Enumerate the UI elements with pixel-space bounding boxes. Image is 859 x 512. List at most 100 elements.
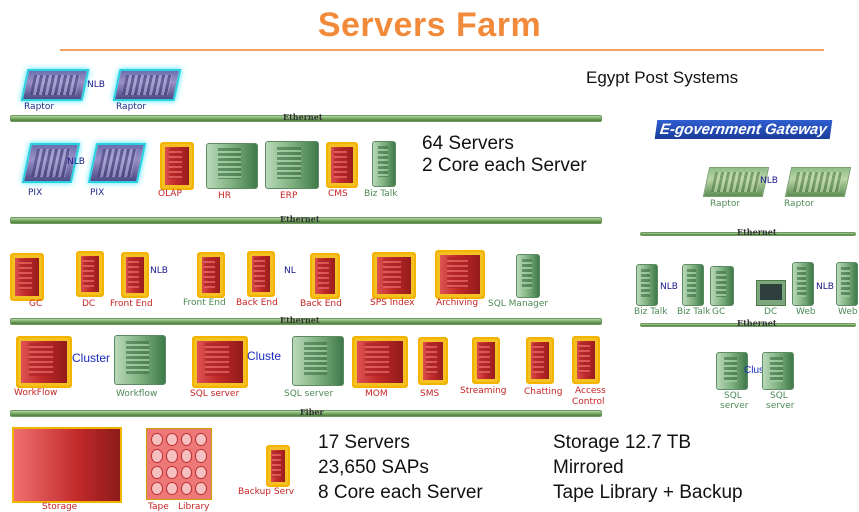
front-end-server-2[interactable] (197, 252, 225, 298)
nlb-label: NLB (150, 266, 168, 276)
egov-biztalk-server-1[interactable] (636, 264, 658, 306)
streaming-server[interactable] (472, 337, 500, 384)
egov-web-server-1[interactable] (792, 262, 814, 306)
sms-label: SMS (420, 389, 440, 399)
sps-index-label: SPS Index (370, 298, 415, 308)
ethernet-label: Ethernet (737, 227, 777, 237)
sql-manager-label: SQL Manager (488, 299, 549, 309)
ethernet-bus-3 (10, 318, 602, 325)
front-end-label: Front End (110, 299, 153, 309)
web-label: Web (796, 307, 816, 317)
access-label: Access (575, 386, 606, 396)
biztalk-label: Biz Talk (677, 307, 711, 317)
chatting-server[interactable] (526, 337, 554, 384)
raptor-firewall-1[interactable] (20, 69, 90, 101)
nlb-label: NLB (87, 80, 105, 90)
web-label: Web (838, 307, 858, 317)
front-end-server-1[interactable] (121, 252, 149, 298)
sql-server-label: SQL server (190, 389, 240, 399)
archiving-server[interactable] (435, 250, 485, 299)
ethernet-label: Ethernet (280, 214, 320, 224)
archiving-label: Archiving (436, 298, 479, 308)
storage-array[interactable] (12, 427, 122, 503)
servers-count-top: 64 Servers (422, 133, 514, 154)
biztalk-label: Biz Talk (364, 189, 398, 199)
gc-server[interactable] (10, 253, 44, 301)
cms-server[interactable] (326, 142, 358, 188)
sql-server-label: SQL server (284, 389, 334, 399)
egov-raptor-2[interactable] (784, 167, 852, 197)
egov-biztalk-server-2[interactable] (682, 264, 704, 306)
raptor-label: Raptor (24, 102, 55, 112)
backup-label: Backup Serv (238, 487, 295, 497)
tape-backup-text: Tape Library + Backup (553, 482, 743, 503)
dc-label: DC (764, 307, 778, 317)
workflow-server-green[interactable] (114, 335, 166, 385)
hr-label: HR (218, 191, 232, 201)
backup-server[interactable] (266, 445, 290, 487)
pix-firewall-2[interactable] (87, 143, 147, 183)
egov-sql-server-1[interactable] (716, 352, 748, 390)
library-label: Library (178, 502, 210, 512)
egov-dc-workstation[interactable] (756, 280, 786, 306)
egov-ethernet-bus-1 (640, 232, 856, 236)
control-label: Control (572, 397, 605, 407)
egov-ethernet-bus-2 (640, 323, 856, 327)
erp-server[interactable] (265, 141, 319, 189)
cores-top: 2 Core each Server (422, 155, 587, 176)
workflow-server-red[interactable] (16, 336, 72, 388)
streaming-label: Streaming (460, 386, 507, 396)
egov-sql-server-2[interactable] (762, 352, 794, 390)
biztalk-server[interactable] (372, 141, 396, 187)
tape-label: Tape (148, 502, 169, 512)
saps-count: 23,650 SAPs (318, 457, 429, 478)
servers-count-bottom: 17 Servers (318, 432, 410, 453)
back-end-server-2[interactable] (310, 253, 340, 299)
erp-label: ERP (280, 191, 298, 201)
sps-index-server[interactable] (372, 252, 416, 299)
sms-server[interactable] (418, 337, 448, 385)
cores-bottom: 8 Core each Server (318, 482, 483, 503)
cluster-label: Cluste (744, 365, 773, 376)
tape-library[interactable] (146, 428, 212, 500)
back-end-label: Back End (236, 298, 278, 308)
mom-label: MOM (365, 389, 388, 399)
mom-server[interactable] (352, 336, 408, 388)
back-end-server-1[interactable] (247, 251, 275, 297)
nlb-label: NLB (660, 282, 678, 292)
chatting-label: Chatting (524, 387, 563, 397)
gc-label: GC (712, 307, 726, 317)
fiber-bus (10, 410, 602, 417)
egov-web-server-2[interactable] (836, 262, 858, 306)
nlb-label: NLB (816, 282, 834, 292)
raptor-label: Raptor (710, 199, 741, 209)
title-divider (60, 49, 824, 51)
gc-label: GC (29, 299, 43, 309)
raptor-label: Raptor (784, 199, 815, 209)
raptor-label: Raptor (116, 102, 147, 112)
raptor-firewall-2[interactable] (112, 69, 182, 101)
egov-gc-server[interactable] (710, 266, 734, 306)
sql-manager-server[interactable] (516, 254, 540, 298)
workflow-label: Workflow (116, 389, 158, 399)
ethernet-bus-2 (10, 217, 602, 224)
page-title: Servers Farm (317, 6, 542, 44)
hr-server[interactable] (206, 143, 258, 189)
ethernet-label: Ethernet (280, 315, 320, 325)
access-control-server[interactable] (572, 336, 600, 384)
biztalk-label: Biz Talk (634, 307, 668, 317)
back-end-label: Back End (300, 299, 342, 309)
server-label: server (720, 401, 749, 411)
dc-server[interactable] (76, 251, 104, 297)
egypt-post-heading: Egypt Post Systems (586, 68, 739, 87)
storage-size: Storage 12.7 TB (553, 432, 692, 453)
ethernet-label: Ethernet (737, 318, 777, 328)
workflow-label: WorkFlow (14, 388, 58, 398)
sql-server-red[interactable] (192, 336, 248, 388)
olap-server[interactable] (160, 142, 194, 190)
mirrored-text: Mirrored (553, 457, 624, 478)
sql-server-green[interactable] (292, 336, 344, 386)
front-end-label: Front End (183, 298, 226, 308)
ethernet-bus-1 (10, 115, 602, 122)
nlb-label: NLB (760, 176, 778, 186)
